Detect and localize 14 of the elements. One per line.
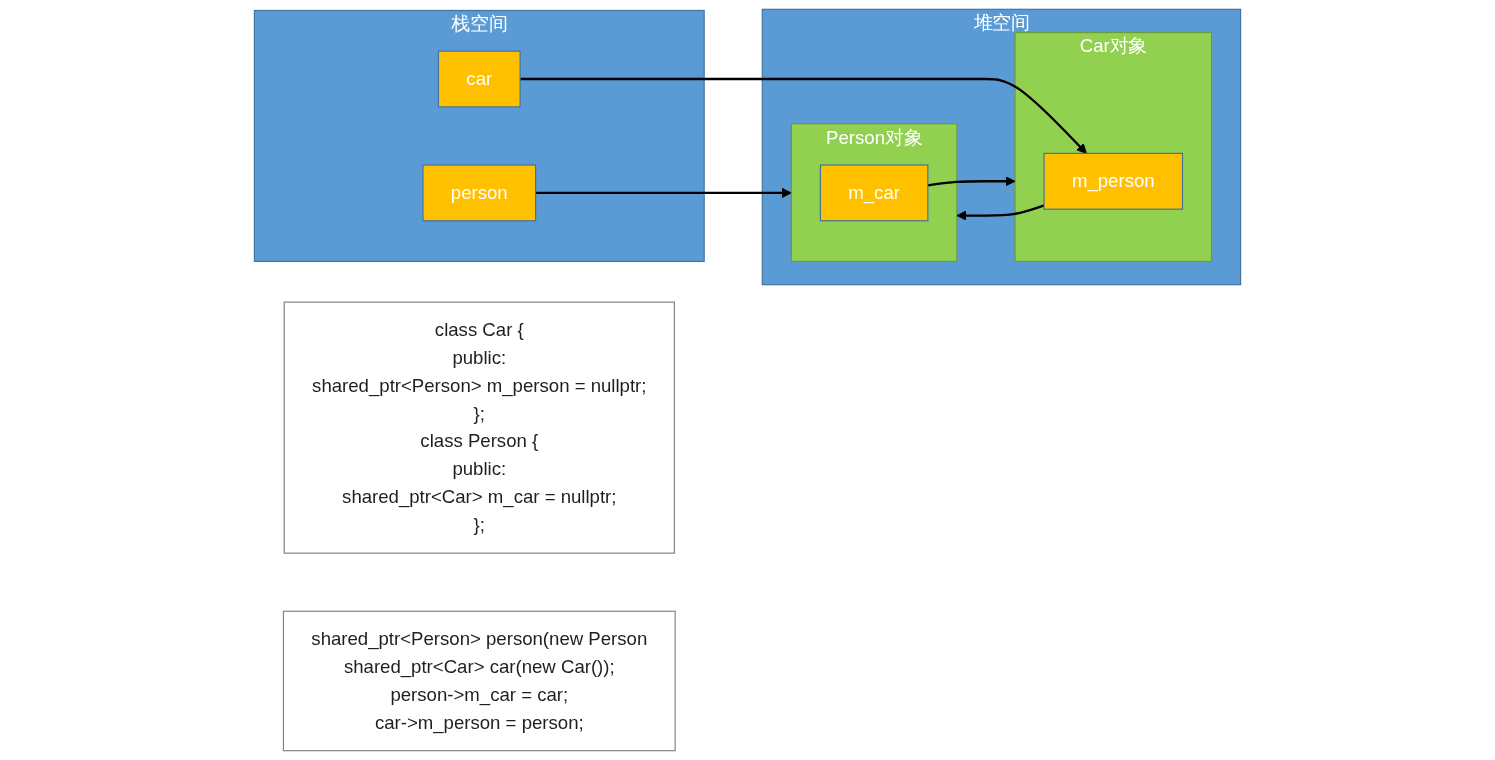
cluster — [790, 123, 958, 263]
cluster — [253, 9, 705, 263]
arrow — [927, 176, 1016, 187]
cluster — [1014, 31, 1213, 263]
arrow — [535, 187, 792, 198]
node-box — [437, 50, 521, 108]
node-box — [283, 301, 675, 554]
node-box — [819, 164, 929, 222]
arrow — [520, 77, 1087, 154]
cluster — [761, 8, 1242, 286]
node-box — [282, 610, 676, 752]
node-box — [1043, 152, 1184, 210]
node-box — [422, 164, 537, 222]
arrow — [956, 204, 1045, 221]
